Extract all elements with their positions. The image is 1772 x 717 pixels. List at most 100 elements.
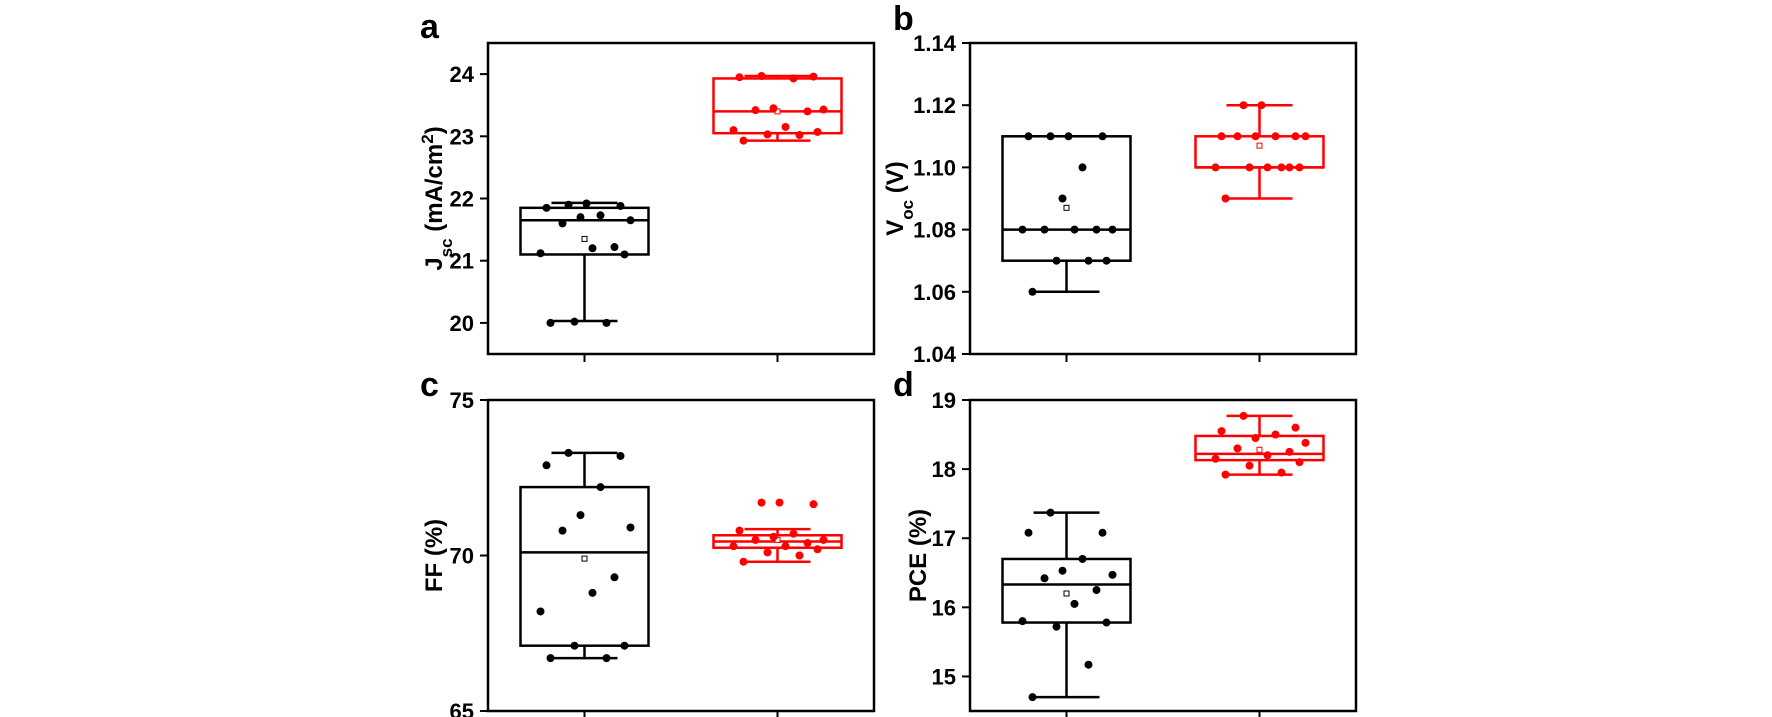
y-tick-label: 1.06 <box>913 280 956 305</box>
data-point <box>757 498 766 507</box>
data-point <box>626 523 635 532</box>
data-point <box>809 72 818 81</box>
data-point <box>1058 566 1067 575</box>
y-tick-label: 1.08 <box>913 218 956 243</box>
data-point <box>1040 574 1049 583</box>
data-point <box>729 542 738 551</box>
data-point <box>751 535 760 544</box>
y-tick-label: 16 <box>932 595 956 620</box>
data-point <box>1257 101 1266 110</box>
data-point <box>1211 163 1220 172</box>
data-point <box>819 105 828 114</box>
data-point <box>1221 470 1230 479</box>
data-point <box>1291 423 1300 432</box>
data-point <box>1028 693 1037 702</box>
y-tick-label: 70 <box>450 544 474 569</box>
data-point <box>1018 225 1027 234</box>
y-tick-label: 21 <box>450 249 474 274</box>
data-point <box>570 317 579 326</box>
data-point <box>1102 256 1111 265</box>
data-point <box>564 200 573 209</box>
data-point <box>781 122 790 131</box>
data-point <box>1108 225 1117 234</box>
data-point <box>1046 508 1055 517</box>
data-point <box>769 104 778 113</box>
data-point <box>1233 444 1242 453</box>
y-tick-label: 1.14 <box>913 31 957 56</box>
data-point <box>803 539 812 548</box>
data-point <box>602 318 611 327</box>
data-point <box>582 199 591 208</box>
box-iqr <box>1194 434 1325 462</box>
data-point <box>813 545 822 554</box>
y-tick-label: 65 <box>450 699 474 717</box>
data-point <box>546 318 555 327</box>
data-point <box>576 511 585 520</box>
data-point <box>546 654 555 663</box>
data-point <box>1245 461 1254 470</box>
data-point <box>1046 132 1055 141</box>
data-point <box>763 548 772 557</box>
data-point <box>1285 163 1294 172</box>
data-point <box>1040 225 1049 234</box>
data-point <box>1251 434 1260 443</box>
data-point <box>542 203 551 212</box>
plot-frame <box>968 41 1358 356</box>
data-point <box>1263 163 1272 172</box>
y-axis-title: FF (%) <box>421 519 448 592</box>
series-1 <box>519 448 650 663</box>
data-point <box>1217 427 1226 436</box>
data-point <box>775 498 784 507</box>
data-point <box>596 483 605 492</box>
series-2 <box>1194 101 1325 203</box>
data-point <box>610 573 619 582</box>
data-point <box>1024 132 1033 141</box>
data-point <box>1098 528 1107 537</box>
data-point <box>610 243 619 252</box>
data-point <box>1052 622 1061 631</box>
data-point <box>1084 660 1093 669</box>
data-point <box>1239 101 1248 110</box>
data-point <box>739 557 748 566</box>
data-point <box>570 641 579 650</box>
data-point <box>751 106 760 115</box>
mean-marker <box>1256 446 1263 453</box>
y-axis-title: PCE (%) <box>905 509 932 602</box>
data-point <box>1024 528 1033 537</box>
data-point <box>542 461 551 470</box>
y-tick-label: 23 <box>450 124 474 149</box>
data-point <box>1291 132 1300 141</box>
data-point <box>795 131 804 140</box>
data-point <box>819 535 828 544</box>
plot-frame <box>486 398 876 713</box>
data-point <box>588 588 597 597</box>
data-point <box>735 526 744 535</box>
series-2 <box>712 71 843 145</box>
y-tick-label: 1.10 <box>913 155 956 180</box>
data-point <box>1070 599 1079 608</box>
y-tick-label: 20 <box>450 311 474 336</box>
data-point <box>1251 132 1260 141</box>
data-point <box>1245 163 1254 172</box>
data-point <box>564 448 573 457</box>
data-point <box>616 451 625 460</box>
y-axis-title: Jsc (mA/cm2) <box>418 126 456 270</box>
data-point <box>588 244 597 253</box>
data-point <box>763 130 772 139</box>
data-point <box>1092 586 1101 595</box>
data-point <box>757 71 766 80</box>
y-tick-label: 75 <box>450 388 474 413</box>
y-axis-title: Voc (V) <box>882 161 917 236</box>
data-point <box>1084 256 1093 265</box>
data-point <box>1058 194 1067 203</box>
panel-letter: b <box>893 0 914 38</box>
data-point <box>1070 225 1079 234</box>
data-point <box>735 73 744 82</box>
data-point <box>1285 447 1294 456</box>
data-point <box>795 551 804 560</box>
data-point <box>1221 194 1230 203</box>
data-point <box>1108 570 1117 579</box>
